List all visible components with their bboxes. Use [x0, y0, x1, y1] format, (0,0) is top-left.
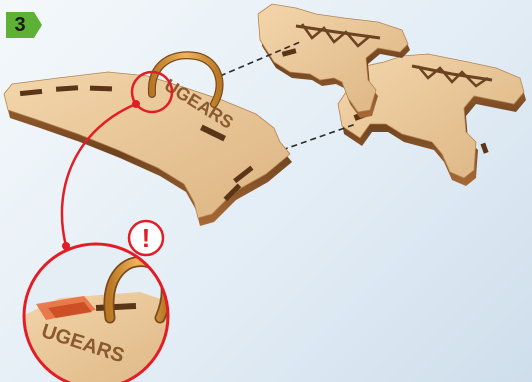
exclamation-icon: ! — [142, 223, 151, 253]
zoom-detail: UGEARS — [10, 240, 200, 382]
callout-anchor-dot — [132, 100, 140, 108]
base-plate-part: UGEARS — [4, 72, 292, 226]
warning-badge: ! — [129, 221, 163, 255]
slot — [90, 86, 112, 92]
